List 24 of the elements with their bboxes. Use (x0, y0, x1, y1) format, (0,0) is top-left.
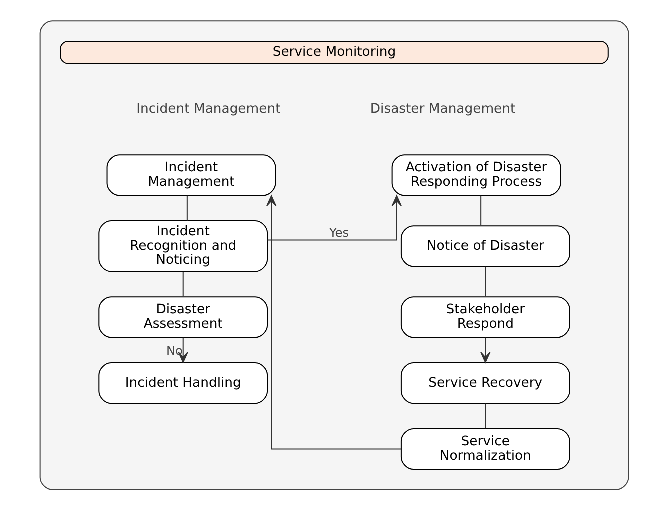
node-box: Service Monitoring (60, 40, 609, 64)
connector (480, 195, 482, 226)
label: Incident Management (136, 101, 281, 116)
arrow (178, 337, 188, 363)
cluster (40, 20, 630, 490)
node-box: Notice of Disaster (400, 225, 570, 267)
edge-label: No (166, 343, 183, 358)
node-box: Stakeholder Respond (400, 296, 570, 338)
label: Disaster Management (370, 101, 516, 116)
node-box: Incident Handling (98, 362, 268, 404)
connector (186, 195, 188, 220)
node-box: Incident Management (106, 154, 276, 196)
arrow (268, 194, 402, 240)
arrow (480, 337, 491, 363)
node-box: Activation of Disaster Responding Process (392, 154, 562, 196)
connector (182, 272, 184, 296)
node-box: Service Recovery (400, 362, 570, 404)
connector (485, 266, 486, 296)
arrow (266, 194, 402, 450)
edge-label: Yes (329, 225, 350, 240)
node-box: Incident Recognition and Noticing (98, 220, 268, 272)
connector (485, 403, 486, 428)
node-box: Service Normalization (400, 428, 570, 470)
node-box: Disaster Assessment (98, 296, 268, 338)
